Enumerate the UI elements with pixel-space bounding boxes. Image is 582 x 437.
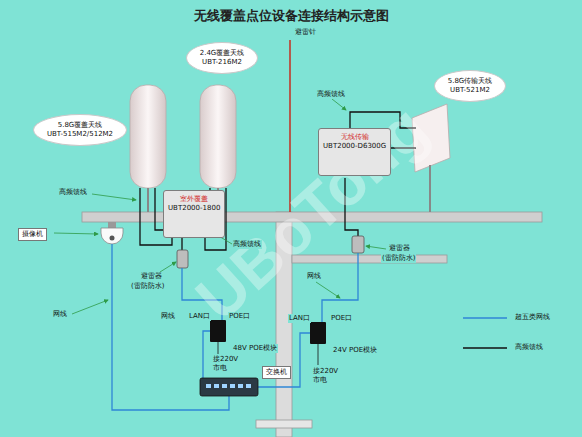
tag-box: 摄像机 — [18, 228, 47, 241]
antenna-5-8g — [130, 85, 166, 188]
annotation-label: (雷防防水) — [130, 282, 165, 291]
switch-ports — [206, 384, 251, 388]
node-text: 2.4G覆盖天线 — [200, 49, 245, 58]
annotation-label: 避雷器 — [388, 244, 411, 253]
annotation-label: 网线 — [160, 312, 176, 321]
node-text: UBT2000-D6300G — [323, 142, 386, 151]
annotation-label: (雷防防水) — [381, 254, 416, 263]
node-text: 5.8G传输天线 — [448, 77, 493, 86]
annotation-label: 接220V 市电 — [312, 367, 342, 385]
annotation-label: 网线 — [52, 310, 68, 319]
node-text: UBT2000-1800 — [168, 204, 220, 213]
legend-line — [463, 317, 507, 319]
power-cord — [318, 344, 319, 365]
node-text: 室外覆盖 — [168, 195, 220, 204]
legend-text: 高频馈线 — [515, 343, 543, 351]
node-text: UBT-521M2 — [448, 86, 493, 95]
annotation-label: 高频馈线 — [232, 240, 262, 249]
node-text: 无线传输 — [323, 133, 386, 142]
annotation-label: POE口 — [228, 312, 251, 321]
node-text: UBT-216M2 — [200, 58, 245, 67]
annotation-label: 避雷针 — [294, 28, 317, 37]
node-text: UBT-515M2/512M2 — [47, 130, 113, 139]
legend-row: 高频馈线 — [515, 343, 543, 352]
poe-module — [310, 322, 326, 344]
legend-text: 超五类网线 — [515, 313, 550, 321]
switch — [200, 378, 258, 396]
annotation-label: 高频馈线 — [58, 188, 88, 197]
node-text: 5.8G覆盖天线 — [47, 121, 113, 130]
antenna-mount — [147, 188, 149, 212]
annotation-label: 避雷器 — [140, 272, 163, 281]
annotation-label: 24V POE模块 — [332, 346, 378, 355]
annotation-label: 高频馈线 — [316, 90, 346, 99]
antenna-2-4g — [200, 85, 236, 188]
diagram-title: 无线覆盖点位设备连接结构示意图 — [0, 7, 582, 25]
callout-cloud: 5.8G传输天线UBT-521M2 — [434, 70, 507, 102]
power-cord — [218, 342, 219, 354]
pole-base — [256, 420, 312, 428]
annotation-label: 接220V 市电 — [212, 355, 242, 373]
annotation-label: LAN口 — [188, 312, 211, 321]
node-text: 交换机 — [266, 368, 287, 377]
annotation-label: LAN口 — [288, 314, 311, 323]
legend-line — [463, 346, 507, 350]
annotation-label: 网线 — [306, 272, 322, 281]
camera-mount — [108, 222, 116, 228]
device-box: 室外覆盖UBT2000-1800 — [163, 190, 225, 238]
device-box: 无线传输UBT2000-D6300G — [318, 128, 391, 176]
antenna-mount — [429, 165, 431, 212]
legend-line — [463, 347, 507, 349]
annotation-label: 48V POE模块 — [232, 344, 278, 353]
arrester — [352, 236, 364, 253]
callout-cloud: 5.8G覆盖天线UBT-515M2/512M2 — [33, 114, 127, 146]
camera-lens — [110, 236, 115, 241]
annotation-label: POE口 — [330, 314, 353, 323]
callout-cloud: 2.4G覆盖天线UBT-216M2 — [186, 42, 259, 74]
node-text: 摄像机 — [22, 230, 43, 239]
camera — [101, 228, 123, 244]
legend-line — [463, 316, 507, 320]
arrester — [177, 250, 188, 268]
legend-row: 超五类网线 — [515, 313, 550, 322]
tag-box: 交换机 — [262, 366, 291, 379]
